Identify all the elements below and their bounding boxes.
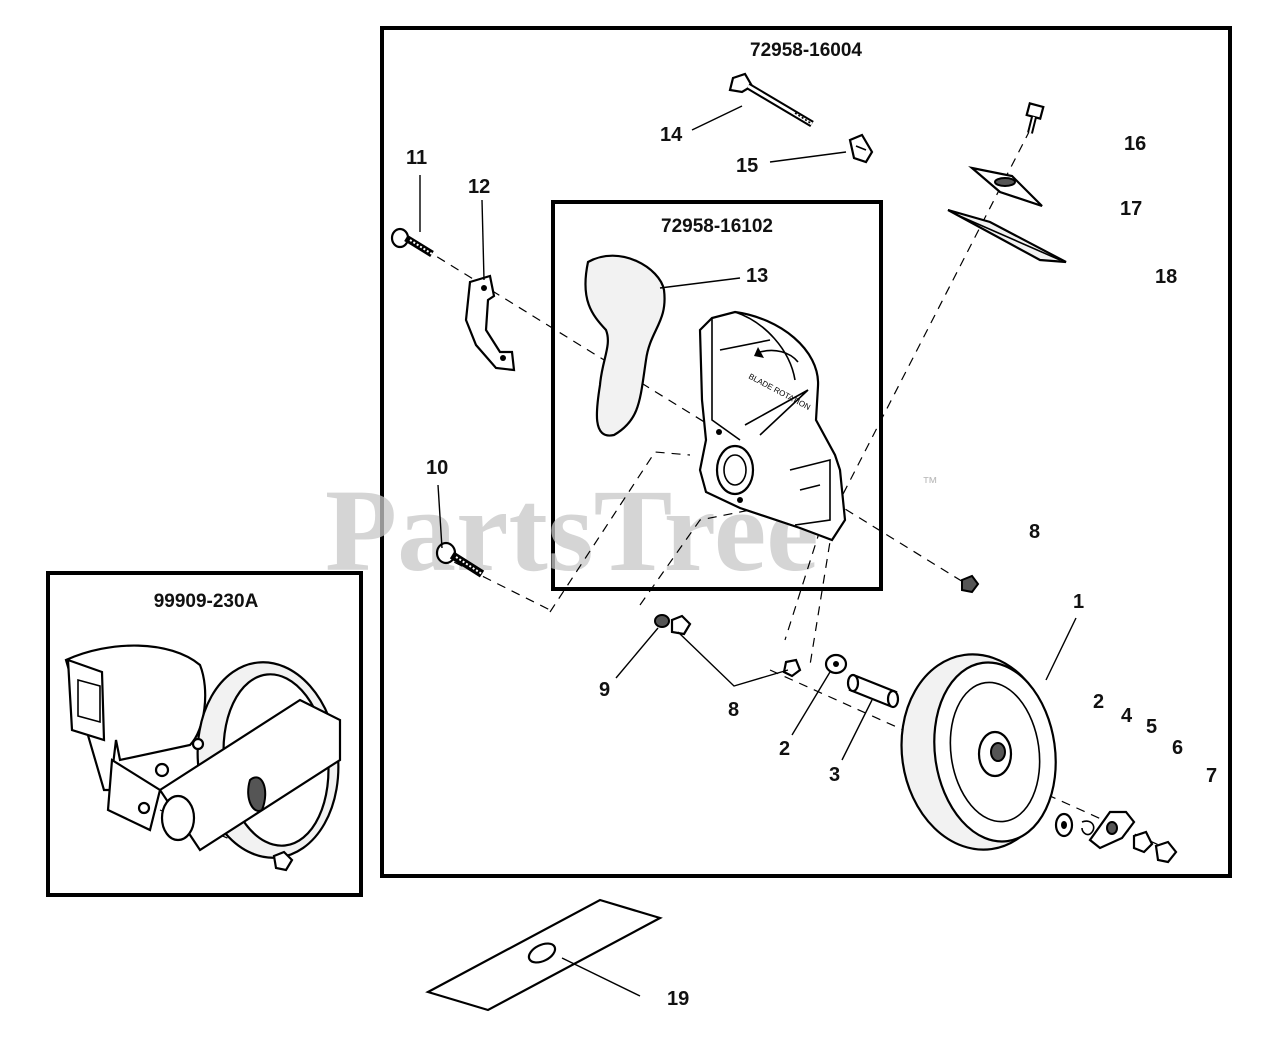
callout-6: 6	[1172, 737, 1183, 759]
part-14-bolt	[728, 72, 814, 128]
side-kit-number: 99909-230A	[154, 591, 259, 612]
nut-right	[961, 574, 980, 594]
part-1-wheel	[900, 653, 1057, 851]
callout-1: 1	[1073, 591, 1084, 613]
inner-kit-frame	[551, 200, 883, 591]
callout-17: 17	[1120, 198, 1142, 220]
inner-kit-number: 72958-16102	[661, 216, 773, 237]
main-kit-frame	[380, 26, 1232, 878]
callout-labels: 1 2 2 3 4 5 6 7 8 8 9 10 11 12 13 14 15 …	[406, 124, 1217, 1010]
callout-2-center: 2	[779, 738, 790, 760]
part-5-knob	[1088, 810, 1136, 850]
part-7-nut	[1154, 840, 1178, 864]
callout-8-right: 8	[1029, 521, 1040, 543]
callout-3: 3	[829, 764, 840, 786]
part-4-clip	[1081, 820, 1095, 836]
part-15-clip	[848, 133, 874, 164]
part-12-bracket	[464, 274, 516, 372]
callout-15: 15	[736, 155, 758, 177]
callout-14: 14	[660, 124, 683, 146]
part-11-bolt	[390, 227, 434, 257]
part-8-nut	[670, 614, 692, 636]
callout-11: 11	[406, 147, 427, 169]
part-17-adapter	[968, 166, 1043, 208]
callout-9: 9	[599, 679, 610, 701]
callout-4: 4	[1121, 705, 1133, 727]
part-16-bolt	[1025, 102, 1045, 134]
side-kit-frame	[46, 571, 363, 897]
watermark-trademark: ™	[922, 475, 938, 492]
callout-12: 12	[468, 176, 490, 198]
blade-guard-housing: BLADE ROTATION	[698, 310, 847, 542]
part-3-spacer	[846, 673, 900, 709]
part-13-shield	[584, 254, 666, 437]
callout-18: 18	[1155, 266, 1177, 288]
main-kit-number: 72958-16004	[750, 40, 862, 61]
callout-19: 19	[667, 988, 689, 1010]
part-18-plate	[947, 208, 1067, 264]
callout-2-right: 2	[1093, 691, 1104, 713]
nut-center	[782, 658, 802, 678]
side-kit-illustration	[64, 644, 342, 872]
part-19-blade	[425, 898, 663, 1012]
callout-5: 5	[1146, 716, 1157, 738]
part-2-washer	[824, 653, 848, 675]
part-2-washer-right	[1054, 812, 1074, 838]
callout-7: 7	[1206, 765, 1217, 787]
callout-8-center: 8	[728, 699, 739, 721]
leader-lines	[419, 105, 1077, 997]
callout-13: 13	[746, 265, 768, 287]
part-9-washer	[654, 614, 670, 628]
callout-10: 10	[426, 457, 448, 479]
callout-16: 16	[1124, 133, 1146, 155]
part-6-nut	[1132, 830, 1154, 854]
